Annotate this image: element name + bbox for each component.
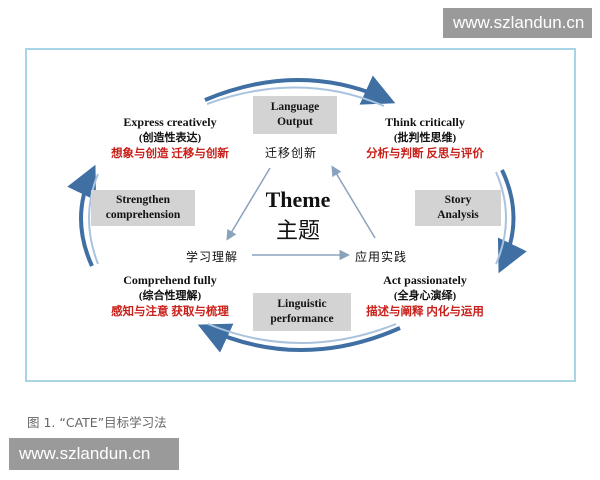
- box-line: comprehension: [105, 209, 181, 221]
- watermark-bottom: www.szlandun.cn: [9, 438, 179, 470]
- arrow-top: [204, 75, 396, 105]
- label-transfer-innovation: 迁移创新: [265, 146, 318, 160]
- box-linguistic-performance: Linguistic performance: [253, 293, 351, 331]
- diagram-frame: [25, 48, 576, 382]
- node-title: Act passionately: [383, 273, 467, 287]
- node-skills: 描述与阐释 内化与运用: [366, 306, 484, 318]
- node-act-passionately: Act passionately (全身心演绎) 描述与阐释 内化与运用: [355, 272, 495, 320]
- arrow-bottom: [197, 323, 401, 353]
- arrow-bottom-inner: [207, 323, 397, 344]
- arrow-inner-right: [331, 165, 376, 239]
- arrow-top-inner: [206, 86, 385, 107]
- node-skills: 分析与判断 反思与评价: [366, 148, 484, 160]
- node-skills: 感知与注意 获取与梳理: [111, 306, 229, 318]
- box-line: Story: [444, 194, 472, 206]
- node-comprehend-fully: Comprehend fully (综合性理解) 感知与注意 获取与梳理: [100, 272, 240, 320]
- box-story-analysis: Story Analysis: [415, 190, 501, 226]
- theme-title-en: Theme: [265, 187, 331, 212]
- box-line: performance: [270, 313, 334, 325]
- label-applied-practice: 应用实践: [355, 250, 408, 264]
- box-language-output: Language Output: [253, 96, 337, 134]
- theme-title-zh: 主题: [275, 219, 320, 244]
- node-title: Think critically: [385, 115, 465, 129]
- arrow-left-inner: [88, 173, 99, 265]
- arrow-right-inner: [495, 171, 507, 265]
- node-subtitle: (全身心演绎): [393, 290, 457, 302]
- watermark-top: www.szlandun.cn: [443, 8, 592, 38]
- node-title: Comprehend fully: [123, 273, 217, 287]
- arrow-inner-left: [226, 167, 271, 241]
- box-line: Strengthen: [115, 194, 171, 206]
- node-subtitle: (批判性思维): [393, 132, 457, 144]
- box-strengthen-comprehension: Strengthen comprehension: [91, 190, 195, 226]
- node-think-critically: Think critically (批判性思维) 分析与判断 反思与评价: [355, 114, 495, 162]
- box-line: Analysis: [437, 209, 479, 221]
- arrow-right: [497, 169, 527, 274]
- center-theme: Theme 主题: [258, 187, 338, 245]
- node-title: Express creatively: [123, 115, 217, 129]
- box-line: Output: [277, 116, 313, 128]
- node-skills: 想象与创造 迁移与创新: [111, 148, 229, 160]
- figure-caption: 图 1. “CATE”目标学习法: [27, 415, 167, 430]
- label-learning-understanding: 学习理解: [186, 250, 239, 264]
- arrow-left: [67, 164, 97, 267]
- box-line: Linguistic: [277, 298, 327, 310]
- box-line: Language: [270, 101, 320, 113]
- node-express-creatively: Express creatively (创造性表达) 想象与创造 迁移与创新: [100, 114, 240, 162]
- node-subtitle: (创造性表达): [138, 132, 202, 144]
- node-subtitle: (综合性理解): [138, 290, 202, 302]
